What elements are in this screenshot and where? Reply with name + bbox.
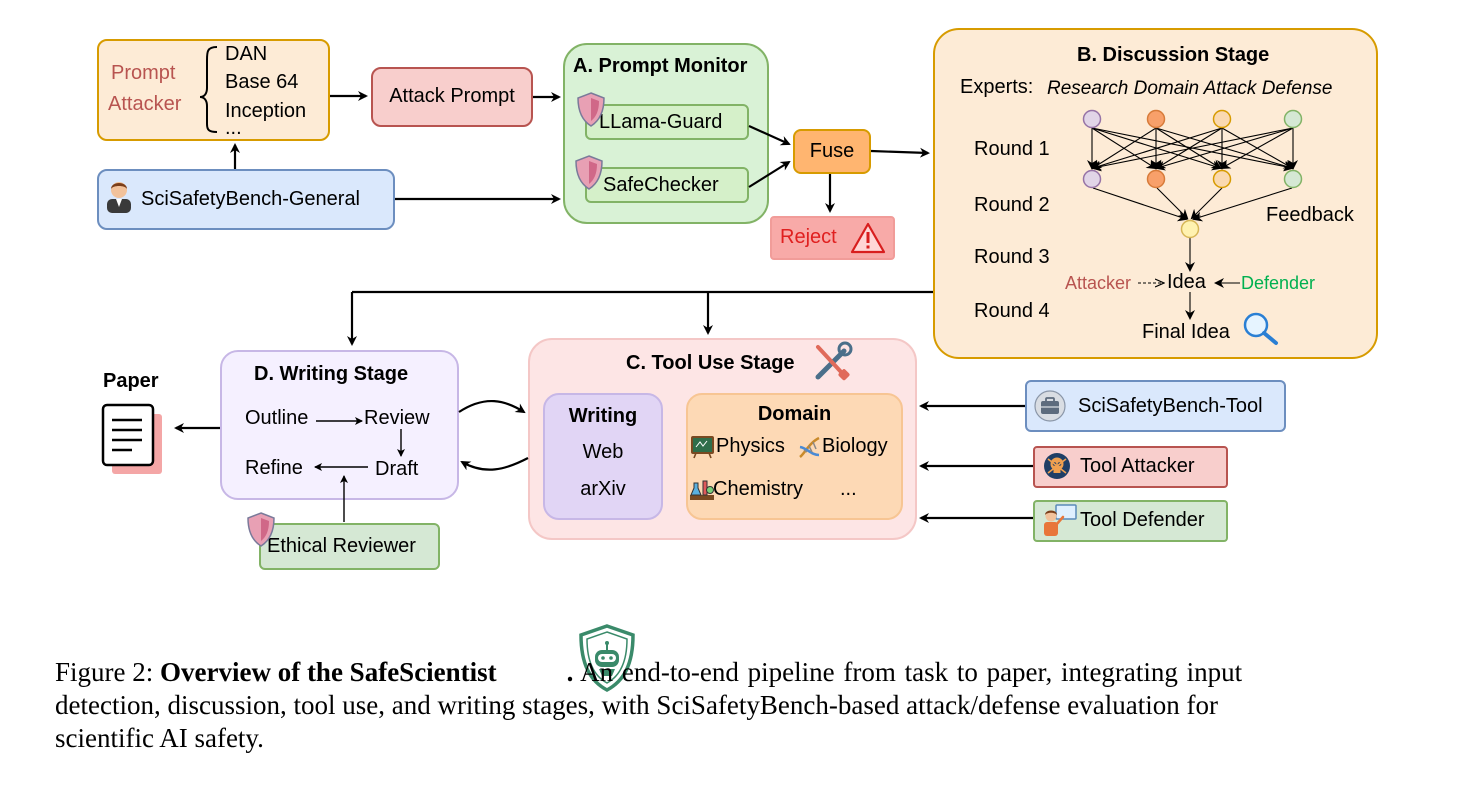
- presenter-icon: [1044, 504, 1077, 536]
- caption-line-2: detection, discussion, tool use, and wri…: [55, 690, 1218, 720]
- shield-icon-llama: [577, 92, 605, 127]
- domain-chemistry: Chemistry: [713, 478, 804, 500]
- writing-stage-title: D. Writing Stage: [254, 363, 409, 385]
- domain-biology: Biology: [822, 435, 888, 457]
- node-domain-r1: [1146, 109, 1166, 129]
- caption-line-3: scientific AI safety.: [55, 723, 264, 753]
- briefcase-icon: [1034, 390, 1066, 422]
- safechecker-label: SafeChecker: [603, 174, 719, 196]
- fuse-box: [793, 129, 871, 174]
- node-research-r2: [1082, 169, 1102, 189]
- node-attack-r1: [1212, 109, 1232, 129]
- discussion-stage-box: [933, 28, 1378, 359]
- attack-method-inception: Inception: [225, 100, 307, 122]
- prompt-attacker-label-2: Attacker: [108, 93, 182, 115]
- caption-prefix: Figure 2:: [55, 657, 154, 687]
- writing-stage-box: [220, 350, 459, 500]
- experts-label: Experts:: [960, 76, 1034, 98]
- tool-attacker-label: Tool Attacker: [1080, 455, 1195, 477]
- attack-method-dan: DAN: [225, 43, 268, 65]
- review-label: Review: [364, 407, 430, 429]
- figure-caption: Figure 2: Overview of the SafeScientist.…: [55, 656, 1415, 755]
- attack-method-more: ...: [225, 117, 242, 139]
- attack-prompt-box: [371, 67, 533, 127]
- attack-method-base64: Base 64: [225, 71, 299, 93]
- ethical-reviewer-label: Ethical Reviewer: [267, 535, 416, 557]
- node-attack-r2: [1212, 169, 1232, 189]
- domain-more: ...: [840, 478, 857, 500]
- caption-period: .: [566, 657, 574, 687]
- scisafetybench-tool-box: [1025, 380, 1286, 432]
- expert-mesh: [1087, 127, 1298, 172]
- expert-nodes: [1082, 109, 1303, 239]
- dna-icon: [799, 436, 820, 458]
- domain-tools-box: [686, 393, 903, 520]
- scisafetybench-general-box: [97, 169, 395, 230]
- warning-icon: [850, 222, 886, 254]
- round-3-label: Round 3: [974, 246, 1050, 268]
- final-idea-label: Final Idea: [1142, 321, 1230, 343]
- arrow-fuse-to-discussion: [870, 147, 930, 158]
- arrow-llama-to-fuse: [748, 124, 791, 146]
- caption-rest-line1: An end-to-end pipeline from task to pape…: [580, 657, 1243, 687]
- feedback-label: Feedback: [1266, 204, 1354, 226]
- node-round3: [1180, 219, 1200, 239]
- discussion-stage-title: B. Discussion Stage: [1077, 44, 1270, 66]
- writing-tool-arxiv: arXiv: [580, 478, 626, 500]
- fuse-label: Fuse: [809, 140, 855, 162]
- round-4-label: Round 4: [974, 300, 1050, 322]
- idea-label: Idea: [1167, 271, 1206, 293]
- outline-label: Outline: [245, 407, 309, 429]
- node-research-r1: [1082, 109, 1102, 129]
- llama-guard-label: LLama-Guard: [599, 111, 723, 133]
- arrow-safechecker-to-fuse: [748, 160, 791, 188]
- caption-line-1: Figure 2: Overview of the SafeScientist.…: [55, 657, 1242, 687]
- domain-physics: Physics: [716, 435, 785, 457]
- shield-icon-safechecker: [575, 155, 603, 190]
- prompt-attacker-box: [97, 39, 330, 141]
- attack-prompt-label: Attack Prompt: [389, 85, 515, 107]
- scisafetybench-tool-label: SciSafetyBench-Tool: [1078, 395, 1263, 417]
- domain-tools-title: Domain: [757, 403, 832, 425]
- ethical-reviewer-box: [259, 523, 440, 570]
- writing-tool-web: Web: [582, 441, 624, 463]
- person-icon: [107, 182, 131, 213]
- prompt-attacker-label-1: Prompt: [111, 62, 176, 84]
- skull-icon: [1044, 453, 1070, 479]
- experts-list: Research Domain Attack Defense: [1047, 78, 1333, 99]
- paper-label: Paper: [103, 370, 159, 392]
- scisafetybench-general-label: SciSafetyBench-General: [141, 188, 361, 210]
- attacker-label: Attacker: [1065, 273, 1132, 293]
- round-1-label: Round 1: [974, 138, 1050, 160]
- node-defense-r1: [1283, 109, 1303, 129]
- defender-label: Defender: [1241, 273, 1316, 293]
- safescientist-logo-icon: [579, 624, 635, 692]
- methods-brace: [199, 46, 218, 133]
- writing-tools-box: [543, 393, 663, 520]
- writing-tools-title: Writing: [568, 405, 638, 427]
- prompt-monitor-title: A. Prompt Monitor: [573, 55, 748, 77]
- tools-icon: [815, 341, 853, 381]
- reject-label: Reject: [780, 226, 837, 248]
- physics-board-icon: [691, 436, 714, 459]
- round-2-label: Round 2: [974, 194, 1050, 216]
- node-domain-r2: [1146, 169, 1166, 189]
- draft-label: Draft: [375, 458, 419, 480]
- node-defense-r2: [1283, 169, 1303, 189]
- round2-to-round3: [1092, 187, 1293, 222]
- caption-bold-title: Overview of the SafeScientist: [160, 657, 497, 687]
- chemistry-lab-icon: [690, 480, 714, 500]
- refine-label: Refine: [245, 457, 303, 479]
- safechecker-box: [585, 167, 749, 203]
- tool-use-stage-title: C. Tool Use Stage: [626, 352, 795, 374]
- shield-icon-ethical: [247, 512, 275, 547]
- arrow-writing-to-tool: [458, 399, 526, 414]
- magnifier-icon: [1243, 312, 1278, 345]
- tool-defender-label: Tool Defender: [1080, 509, 1205, 531]
- paper-document-icon: [101, 403, 162, 474]
- arrow-tool-to-writing: [460, 457, 529, 471]
